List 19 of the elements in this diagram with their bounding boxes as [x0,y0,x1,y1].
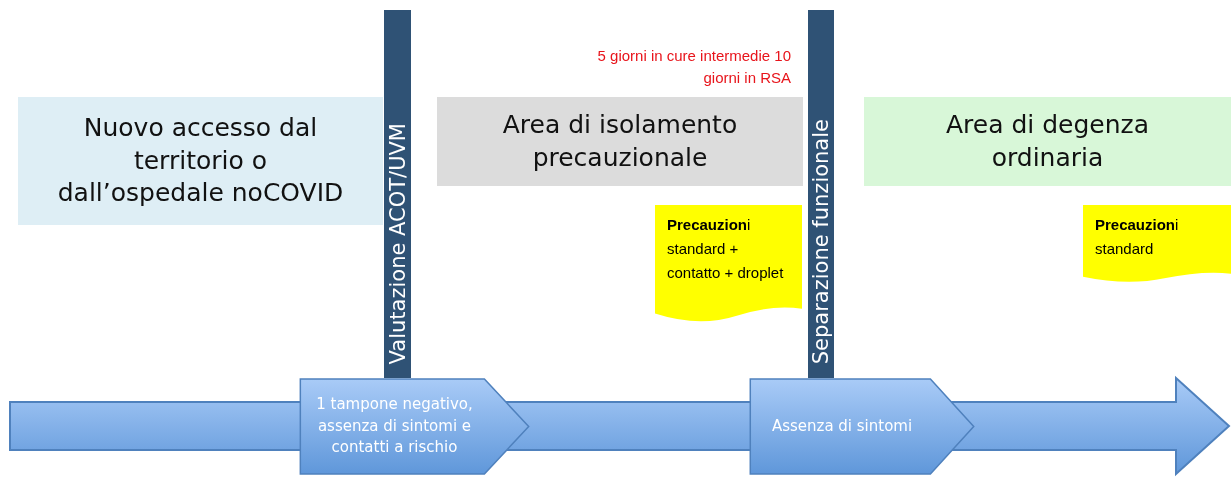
checkpoint-label: Valutazione ACOT/UVM [385,122,410,364]
milestone-tag [748,378,976,475]
duration-note: 5 giorni in cure intermedie 10 giorni in RSA [596,46,791,88]
milestone-tag [298,378,531,475]
checkpoint-label: Separazione funzionale [809,118,833,364]
note-text: Precauzioni standard [1095,215,1180,259]
area-title: Nuovo accesso dal territorio o dall’ospedale noCOVID [56,112,345,210]
checkpoint-bar [384,10,411,378]
area-box [18,97,383,225]
sticky-note [655,205,802,323]
area-box [864,97,1231,186]
milestone-text: 1 tampone negativo, assenza di sintomi e contatti a rischio [315,393,474,459]
note-text: Precauzioni standard + contatto + droplet [667,215,785,283]
area-title: Area di degenza ordinaria [945,109,1150,174]
area-box [437,97,803,186]
sticky-note [1083,205,1231,283]
checkpoint-bar [808,10,834,378]
area-title: Area di isolamento precauzionale [501,109,739,174]
milestone-text: Assenza di sintomi [771,415,913,437]
